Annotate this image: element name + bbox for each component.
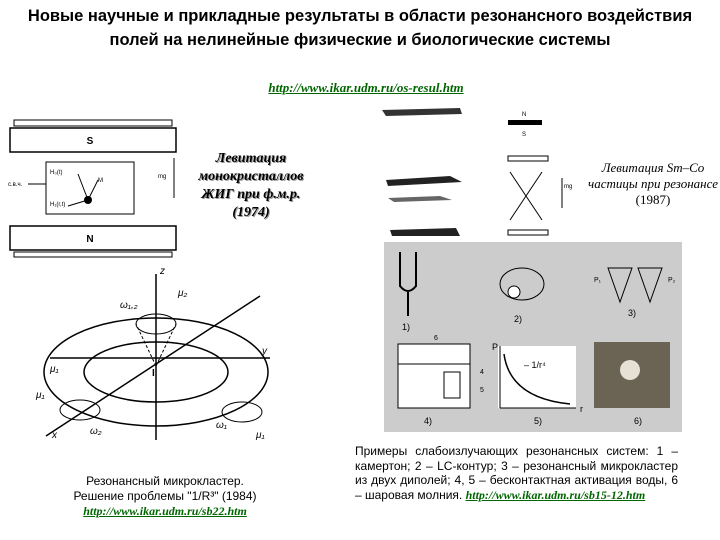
yig-levitation-figure: S H₀(t) M H₁(r,t) с.в.ч. mg N — [8, 119, 177, 258]
smco-levitation-figure: N S mg — [382, 108, 572, 236]
example-2-label: 2) — [514, 314, 522, 324]
mu1-right-label: μ₁ — [255, 430, 265, 441]
example-5-label: 5) — [534, 416, 542, 426]
axis-x-label: x — [51, 430, 58, 441]
sb15-12-link[interactable]: http://www.ikar.udm.ru/sb15-12.htm — [465, 487, 646, 502]
example-3-label: 3) — [628, 308, 636, 318]
pole-n-label: N — [86, 234, 93, 245]
omega12-label: ω₁,₂ — [120, 300, 138, 311]
smco-levitation-caption: Левитация Sm–Co частицы при резонансе (1… — [588, 160, 718, 207]
yig-levitation-caption: Левитация монокристаллов ЖИГ при ф.м.р. … — [198, 151, 304, 220]
axis-y-label: y — [261, 346, 268, 357]
formula-label: – 1/r⁴ — [524, 360, 546, 370]
p2-label: P₂ — [668, 277, 676, 284]
example-6-label: 6) — [634, 416, 642, 426]
example-4-label: 4) — [424, 416, 432, 426]
smco-n-label: N — [522, 112, 526, 118]
resonant-systems-caption: Примеры слабоизлучающих резонансных сист… — [355, 444, 678, 502]
current-i-label: I — [152, 368, 155, 379]
pole-s-label: S — [87, 136, 94, 147]
mu2-label: μ₂ — [177, 288, 187, 299]
example-1-label: 1) — [402, 322, 410, 332]
page-title: Новые научные и прикладные результаты в … — [27, 7, 693, 49]
axis-z-label: z — [159, 266, 165, 277]
mu1-left-label: μ₁ — [35, 390, 45, 401]
r-axis-label: r — [580, 404, 583, 414]
svch-label: с.в.ч. — [8, 182, 23, 188]
omega1-label: ω₁ — [216, 420, 227, 431]
microcluster-caption: Резонансный микрокластер. Решение пробле… — [73, 474, 257, 518]
mu1-mid-label: μ₁ — [49, 364, 59, 375]
microcluster-diagram: z y x I ω₁,₂ μ₂ ω₂ μ₁ ω₁ μ₁ μ₁ — [35, 266, 270, 441]
label-6: 6 — [434, 335, 438, 342]
mg-label: mg — [158, 174, 166, 180]
m-label: M — [98, 178, 103, 184]
p-axis-label: P — [492, 342, 498, 352]
h0-label: H₀(t) — [50, 170, 63, 176]
label-4: 4 — [480, 369, 484, 376]
h1-label: H₁(r,t) — [50, 202, 65, 208]
omega2-label: ω₂ — [90, 426, 102, 437]
smco-s-label: S — [522, 132, 526, 138]
p1-label: P₁ — [594, 277, 602, 284]
resonant-systems-figure: 1) 2) P₁ P₂ 3) 6 4 5 4) P r – 1/r⁴ 5) 6) — [384, 242, 682, 432]
label-5: 5 — [480, 387, 484, 394]
os-resul-link[interactable]: http://www.ikar.udm.ru/os-resul.htm — [268, 80, 464, 95]
smco-mg-label: mg — [564, 184, 572, 190]
sb22-link[interactable]: http://www.ikar.udm.ru/sb22.htm — [83, 504, 247, 518]
